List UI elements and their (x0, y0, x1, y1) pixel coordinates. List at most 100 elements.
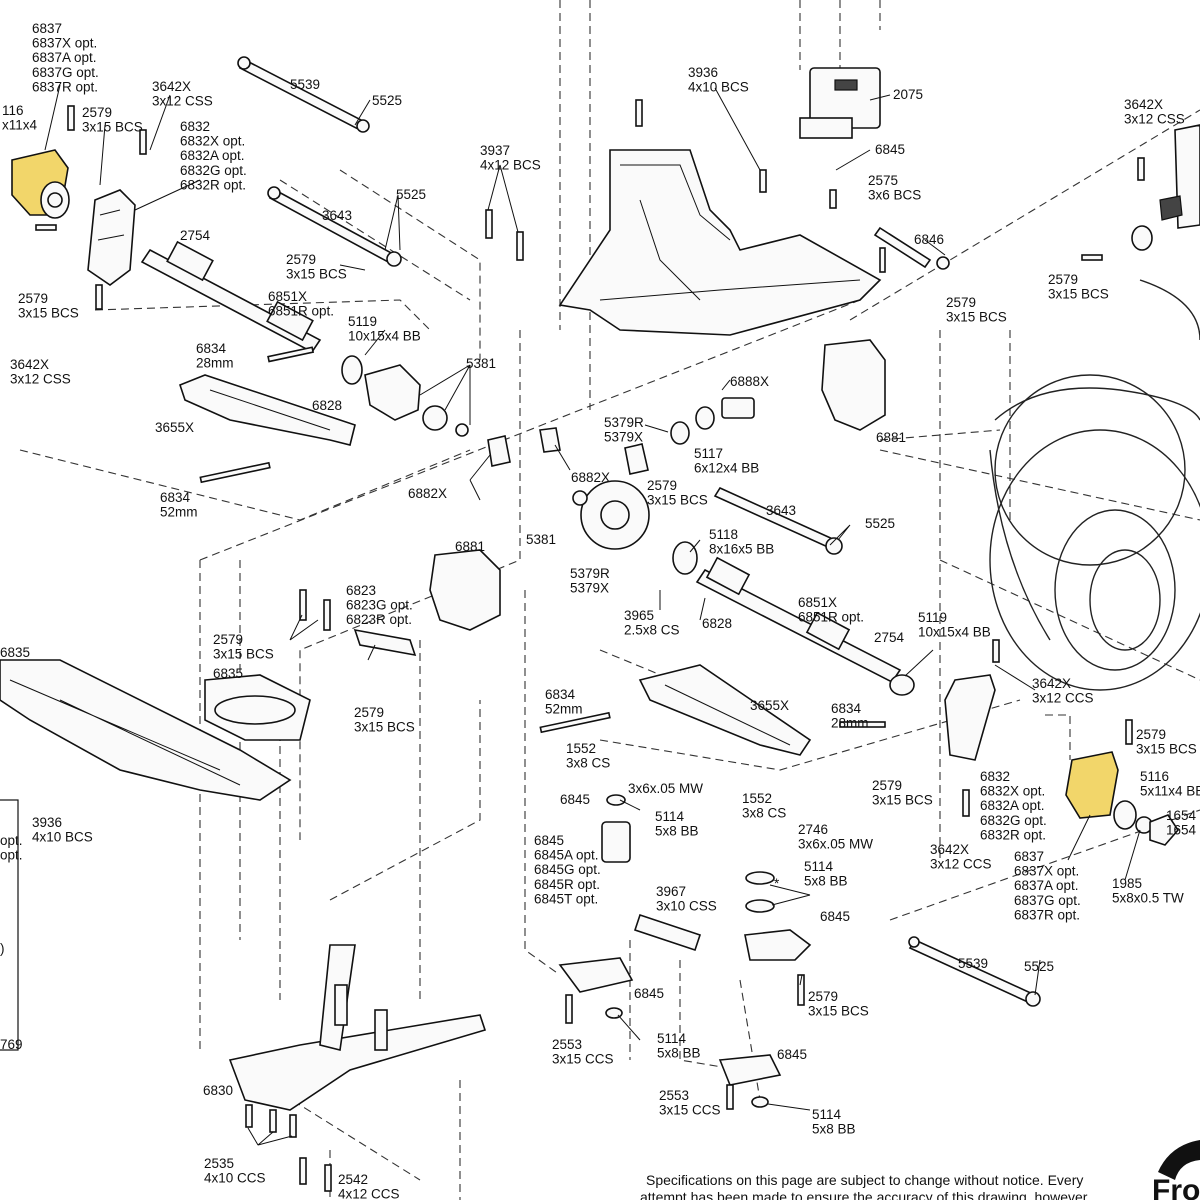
part-label-l2075: 2075 (893, 87, 923, 102)
part-label-l6835b: 6835 (0, 645, 30, 660)
part-label-line: 2579 (213, 632, 243, 647)
part-label-line: 3x12 CCS (930, 857, 992, 872)
part-label-line: 6834 (545, 687, 576, 702)
footer-line-1: Specifications on this page are subject … (646, 1172, 1083, 1188)
part-label-line: 4x12 BCS (480, 158, 541, 173)
part-label-line: 3x6x.05 MW (798, 837, 873, 852)
part-label-line: 3x12 CSS (152, 94, 213, 109)
part-label-l6845d: 6845 (820, 909, 850, 924)
part-label-line: 6851X (798, 595, 837, 610)
part-label-l6835a: 6835 (213, 666, 243, 681)
part-label-line: 5117 (694, 446, 723, 461)
part-label-line: 3655X (155, 420, 194, 435)
part-label-line: 3x12 CSS (1124, 112, 1185, 127)
part-label-line: 6823 (346, 583, 376, 598)
part-label-line: 769 (0, 1037, 23, 1052)
differential (341, 355, 755, 575)
part-label-line: 3x15 BCS (1048, 287, 1109, 302)
part-label-line: 6837G opt. (1014, 893, 1081, 908)
part-label-line: 5525 (1024, 959, 1054, 974)
part-label-line: 3x6x.05 MW (628, 781, 703, 796)
part-label-line: 5119 (918, 610, 947, 625)
part-label-line: 2579 (82, 105, 112, 120)
part-label-line: 5114 (657, 1031, 687, 1046)
part-label-line: 116 (2, 103, 24, 118)
part-label-line: 6832 (980, 769, 1010, 784)
logo-corner: Fro (1152, 1140, 1200, 1200)
part-label-line: 6832G opt. (980, 813, 1047, 828)
mount-plate-6823 (353, 628, 417, 657)
part-label-line: 3x12 CSS (10, 372, 71, 387)
part-label-line: 6837 (32, 21, 62, 36)
part-label-line: 2579 (872, 778, 902, 793)
part-label-l6888: 6888X (730, 374, 769, 389)
part-label-line: 2579 (808, 989, 838, 1004)
part-label-l5525d: 5525 (1024, 959, 1054, 974)
steering-block-left (87, 189, 136, 286)
part-label-line: 6835 (213, 666, 243, 681)
steering-parts (558, 794, 812, 1108)
part-label-line: 6851X (268, 289, 307, 304)
part-label-line: 3965 (624, 608, 654, 623)
part-label-line: 5539 (958, 956, 988, 971)
part-label-line: 6881 (876, 430, 906, 445)
part-label-line: 3936 (32, 815, 62, 830)
part-label-line: 2579 (1048, 272, 1078, 287)
part-label-line: 2075 (893, 87, 923, 102)
part-label-line: 1654 (1166, 823, 1197, 838)
part-label-line: 2579 (18, 291, 48, 306)
part-label-l5381b: 5381 (526, 532, 556, 547)
driveshaft-right (695, 556, 915, 696)
part-label-line: 3937 (480, 143, 510, 158)
front-hub-left (11, 149, 70, 219)
part-label-line: opt. (0, 833, 23, 848)
part-label-line: 3x15 BCS (286, 267, 347, 282)
part-label-line: 5116 (1140, 769, 1169, 784)
part-label-line: 6846 (914, 232, 944, 247)
part-label-line: 6837 (1014, 849, 1044, 864)
part-label-line: * (774, 876, 780, 891)
part-label-line: 6835 (0, 645, 30, 660)
part-label-l769: 769 (0, 1037, 23, 1052)
part-label-line: 3x10 CSS (656, 899, 717, 914)
part-label-line: 6845 (634, 986, 664, 1001)
part-label-line: 6828 (702, 616, 732, 631)
part-label-line: 6837X opt. (32, 36, 97, 51)
part-label-line: 5379X (570, 581, 609, 596)
part-label-line: 6888X (730, 374, 769, 389)
shock-absorber (1131, 124, 1200, 251)
part-label-line: 28mm (831, 716, 869, 731)
part-label-l6828b: 6828 (702, 616, 732, 631)
bulkhead-assembly (558, 67, 882, 336)
part-label-line: 5x8 BB (655, 824, 699, 839)
part-label-l6882b: 6882X (408, 486, 447, 501)
part-label-line: 6834 (160, 490, 191, 505)
part-label-line: 2535 (204, 1156, 234, 1171)
part-label-l3655a: 3655X (155, 420, 194, 435)
front-bumper (0, 659, 311, 801)
part-label-lopt1: opt.opt. (0, 833, 23, 863)
part-label-line: 5539 (290, 77, 320, 92)
part-label-line: 4x10 BCS (32, 830, 93, 845)
part-label-line: 5379R (604, 415, 644, 430)
part-label-line: 6832X opt. (980, 784, 1045, 799)
part-label-line: 6837R opt. (32, 79, 98, 94)
part-label-line: 2754 (874, 630, 905, 645)
